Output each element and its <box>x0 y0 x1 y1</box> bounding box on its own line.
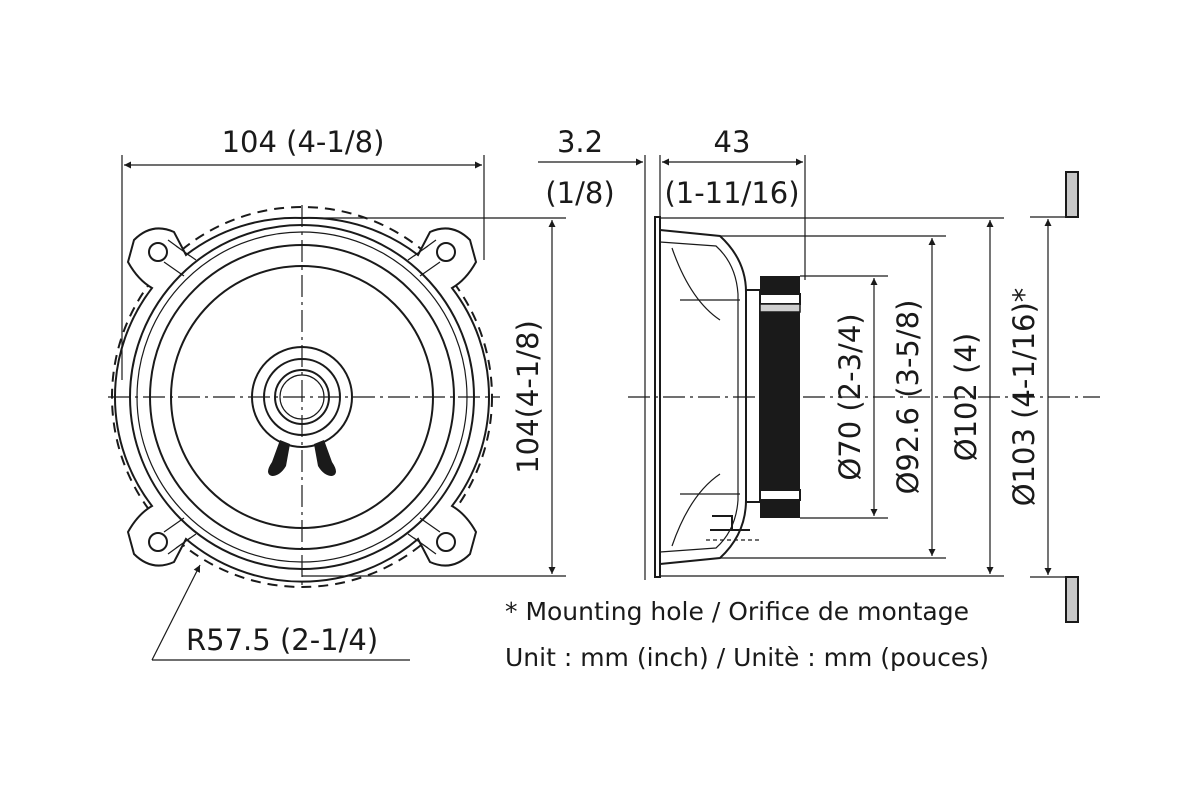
front-view: 104 (4-1/8) 104(4-1/8) R57.5 (2-1/4) <box>108 125 566 661</box>
flange-thickness-inch-label: (1/8) <box>545 176 614 210</box>
side-magnet-plate-top <box>759 293 801 305</box>
mounting-panel-bottom <box>1065 576 1079 623</box>
dia-103-label: Ø103 (4-1/16)* <box>1007 288 1041 507</box>
front-height-label: 104(4-1/8) <box>511 320 545 474</box>
flange-thickness-label: 3.2 <box>557 125 603 159</box>
depth-inch-label: (1-11/16) <box>664 176 799 210</box>
tweeter-leg-left <box>268 440 290 476</box>
depth-label: 43 <box>714 125 751 159</box>
mounting-hole-note: * Mounting hole / Orifice de montage <box>505 597 969 626</box>
radius-label: R57.5 (2-1/4) <box>186 623 378 657</box>
side-motor-plate <box>745 289 761 503</box>
side-view: 3.2 (1/8) 43 (1-11/16) Ø70 (2-3/4) Ø92.6… <box>538 125 1100 623</box>
side-terminal <box>710 515 750 531</box>
unit-note: Unit : mm (inch) / Unitè : mm (pouces) <box>505 643 989 672</box>
mounting-panel-top <box>1065 171 1079 218</box>
mounting-ear-details <box>148 239 456 555</box>
front-width-label: 104 (4-1/8) <box>222 125 385 159</box>
side-magnet-plate-bottom <box>759 489 801 501</box>
dia-70-label: Ø70 (2-3/4) <box>833 313 867 480</box>
dia-92-6-label: Ø92.6 (3-5/8) <box>891 300 925 495</box>
tweeter-leg-right <box>314 440 336 476</box>
dia-102-label: Ø102 (4) <box>949 333 983 461</box>
radius-leader-line <box>151 564 201 661</box>
